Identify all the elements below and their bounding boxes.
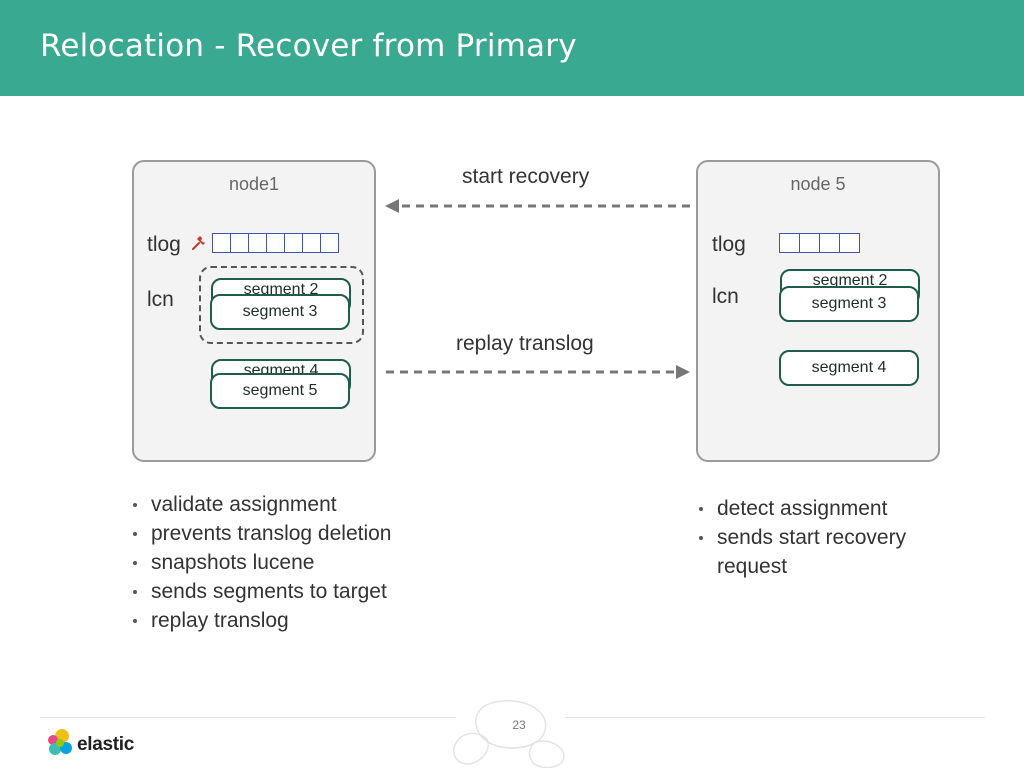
node1-bullet-list: validate assignment prevents translog de… — [131, 490, 451, 635]
decorative-cells-icon — [453, 700, 565, 768]
replay-translog-label: replay translog — [456, 332, 594, 355]
node1-label: node1 — [228, 174, 280, 194]
footer-divider — [40, 717, 456, 718]
footer-divider — [565, 717, 985, 718]
start-recovery-label: start recovery — [462, 165, 590, 188]
brand-name: elastic — [77, 734, 135, 755]
node1-segment-front: segment 3 — [210, 294, 350, 330]
node5-tlog-cells — [779, 233, 860, 253]
replay-translog-arrow — [386, 365, 690, 379]
tlog-cell — [839, 233, 860, 253]
node5-lcn-label: lcn — [712, 285, 739, 308]
node5-tlog-label: tlog — [712, 233, 746, 256]
tlog-cell — [320, 233, 339, 253]
slide-header: Relocation - Recover from Primary — [0, 0, 1024, 96]
list-item: snapshots lucene — [131, 548, 451, 577]
list-item: validate assignment — [131, 490, 451, 519]
node5-bullet-list: detect assignment sends start recovery r… — [697, 494, 947, 581]
list-item: sends start recovery request — [697, 523, 947, 581]
node1-tlog-cells — [212, 233, 339, 253]
node1-lcn-label: lcn — [147, 288, 174, 311]
node5-label: node 5 — [790, 174, 846, 194]
slide-title: Relocation - Recover from Primary — [40, 28, 577, 64]
start-recovery-arrow — [385, 199, 690, 213]
node5-segment-front: segment 3 — [779, 286, 919, 322]
list-item: sends segments to target — [131, 577, 451, 606]
list-item: prevents translog deletion — [131, 519, 451, 548]
elastic-logo-icon — [48, 729, 72, 755]
node1-segment-front: segment 5 — [210, 373, 350, 409]
page-number: 23 — [512, 718, 526, 732]
list-item: detect assignment — [697, 494, 947, 523]
pin-icon — [192, 236, 205, 250]
node5-segment-front: segment 4 — [779, 350, 919, 386]
list-item: replay translog — [131, 606, 451, 635]
snapshot-dashed-box — [199, 266, 364, 344]
node1-tlog-label: tlog — [147, 233, 181, 256]
